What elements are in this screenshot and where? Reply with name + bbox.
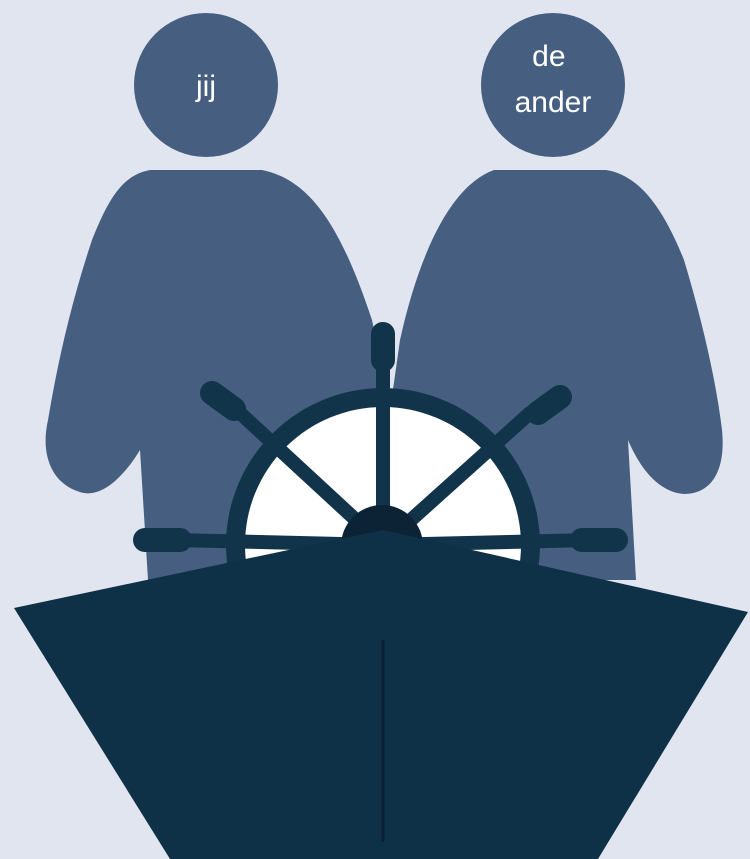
person-jij-label: jij <box>195 70 216 103</box>
person-de-ander-label-line: de <box>532 40 565 73</box>
person-de-ander-label-line: ander <box>515 86 592 119</box>
wheel-handle <box>538 397 560 413</box>
person-de-ander-head <box>481 13 625 157</box>
person-jij-label-line: jij <box>195 70 216 103</box>
wheel-handle <box>212 393 234 409</box>
boat-hull <box>14 530 748 859</box>
boat-icon <box>14 530 748 859</box>
